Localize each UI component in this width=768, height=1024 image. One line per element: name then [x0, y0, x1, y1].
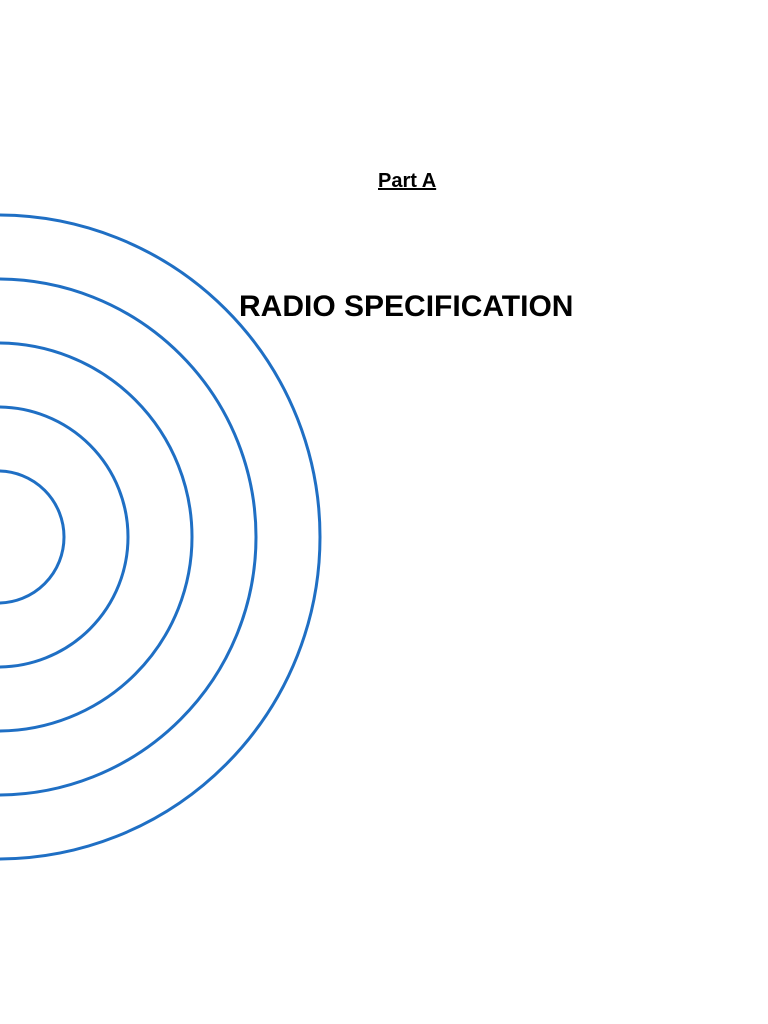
ring-5: [0, 213, 322, 861]
ring-2: [0, 405, 130, 669]
ring-4: [0, 277, 258, 797]
ring-1: [0, 469, 66, 605]
ring-3: [0, 341, 194, 733]
part-label: Part A: [378, 170, 437, 192]
document-title: RADIO SPECIFICATION: [239, 290, 574, 323]
